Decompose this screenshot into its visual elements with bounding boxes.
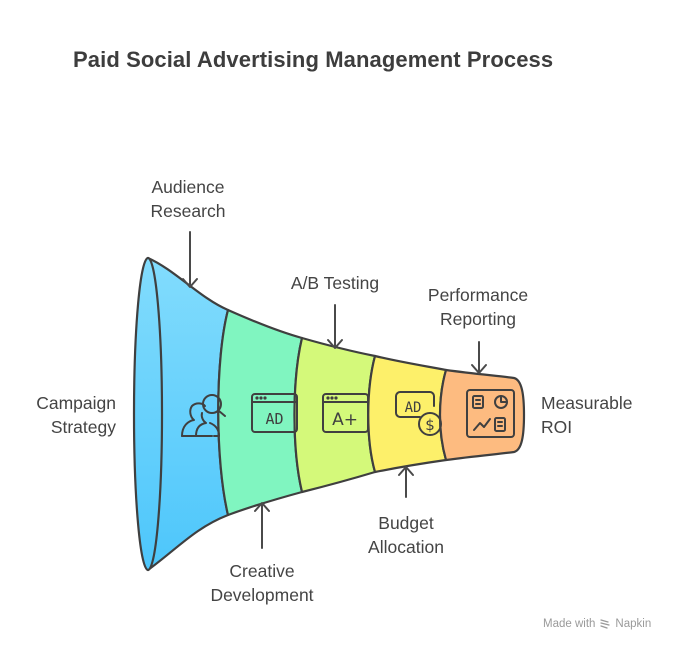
svg-text:AD: AD xyxy=(265,410,283,428)
dashboard-report-icon xyxy=(466,389,515,438)
funnel-mouth xyxy=(132,256,164,572)
stage-creative-development xyxy=(217,308,304,517)
svg-text:A+: A+ xyxy=(332,410,358,430)
label-creative-development: Creative Development xyxy=(210,561,314,605)
label-ab-testing: A/B Testing xyxy=(290,273,380,293)
svg-text:$: $ xyxy=(425,416,435,434)
arrow-budget-allocation xyxy=(398,466,414,498)
ad-budget-dollar-icon: AD $ xyxy=(395,391,442,436)
napkin-brand-text: Napkin xyxy=(615,618,652,630)
arrow-audience-research xyxy=(182,231,198,288)
stage-performance-reporting xyxy=(438,368,526,462)
label-measurable-roi: Measurable ROI xyxy=(541,393,633,437)
label-performance-reporting: Performance Reporting xyxy=(427,285,529,329)
page-title: Paid Social Advertising Management Proce… xyxy=(73,47,554,72)
arrow-performance-reporting xyxy=(471,341,487,374)
ad-window-icon: AD xyxy=(251,393,298,433)
napkin-logo-icon xyxy=(600,619,611,629)
audience-search-icon xyxy=(181,394,226,437)
label-audience-research: Audience Research xyxy=(150,177,226,221)
arrow-ab-testing xyxy=(327,304,343,349)
ab-test-window-icon: A+ xyxy=(322,393,369,433)
svg-text:AD: AD xyxy=(405,400,422,416)
label-campaign-strategy: Campaign Strategy xyxy=(36,393,116,437)
made-with-text: Made with xyxy=(543,618,596,630)
label-budget-allocation: Budget Allocation xyxy=(368,513,444,557)
arrow-creative-development xyxy=(254,502,270,549)
made-with-napkin-badge[interactable]: Made with Napkin xyxy=(543,618,651,630)
